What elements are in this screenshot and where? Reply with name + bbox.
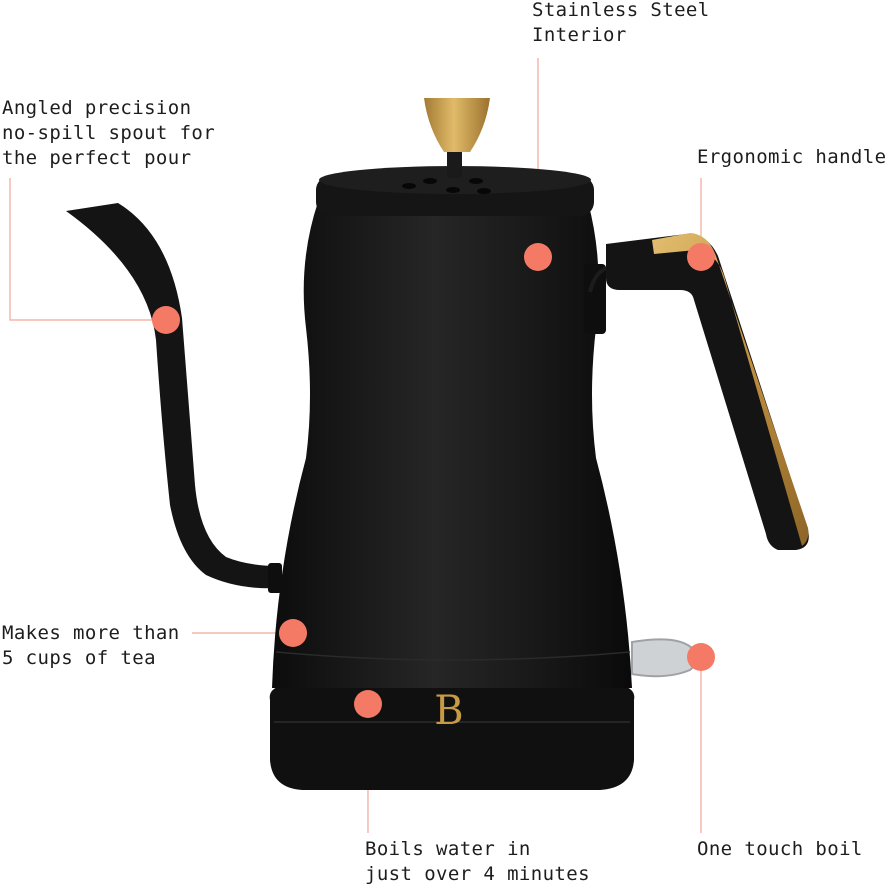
knob-stem bbox=[447, 148, 462, 178]
brand-logo: B bbox=[434, 688, 463, 734]
kettle-body bbox=[272, 202, 632, 688]
callout-dot-boils bbox=[354, 690, 382, 718]
callout-dot-spout bbox=[152, 306, 180, 334]
kettle-handle bbox=[606, 234, 809, 550]
leader-line-spout bbox=[9, 178, 166, 321]
callout-dot-cups bbox=[279, 619, 307, 647]
handle-connector bbox=[584, 264, 606, 334]
callout-dots bbox=[152, 243, 715, 718]
callout-dot-touch bbox=[687, 643, 715, 671]
lid-vent-holes bbox=[402, 178, 491, 194]
callout-dot-stainless bbox=[524, 243, 552, 271]
callout-dot-handle bbox=[687, 243, 715, 271]
handle-cord bbox=[588, 266, 607, 293]
callout-label-one-touch: One touch boil bbox=[697, 838, 863, 860]
lid-knob bbox=[424, 98, 490, 152]
power-switch bbox=[631, 638, 698, 678]
callout-label-handle: Ergonomic handle bbox=[697, 146, 887, 168]
spout-collar bbox=[268, 563, 282, 593]
kettle-spout bbox=[66, 203, 278, 589]
